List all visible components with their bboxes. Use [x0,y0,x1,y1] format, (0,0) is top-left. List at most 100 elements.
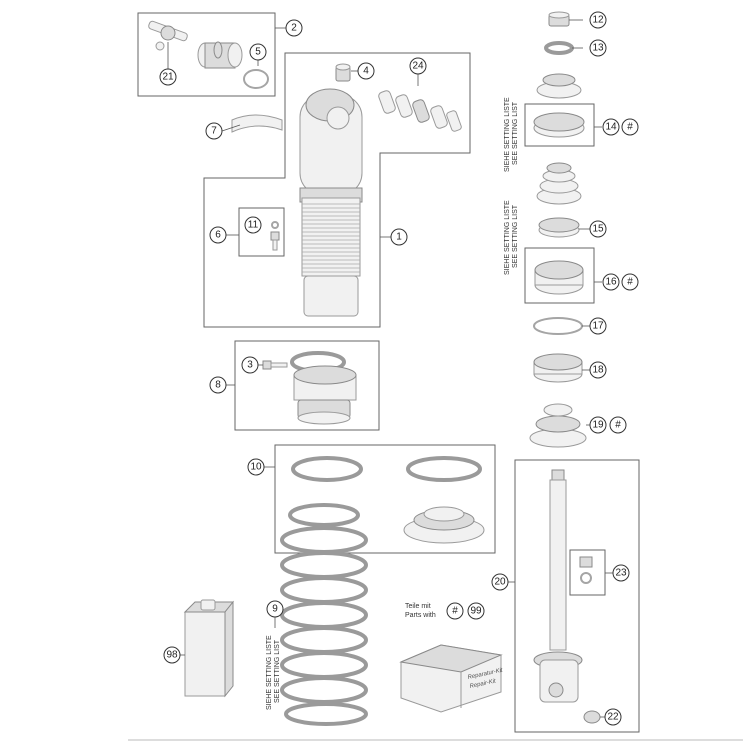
part-19-bumper [529,403,587,448]
part-spacer-top [536,73,582,99]
setting-list-14-line2: SEE SETTING LIST [512,101,519,165]
parts-with-label-1: Teile mit [405,603,431,610]
part-12-nut [548,11,570,27]
callout-16: 16 [602,273,620,291]
part-16-piston [534,260,584,295]
part-24-kit [378,90,462,132]
callout-11: 11 [244,216,262,234]
part-13-washer [544,41,574,55]
part-22-bushing [583,710,601,724]
callout-4: 4 [357,62,375,80]
callout-24: 24 [409,57,427,75]
repair-kit-label-2: Repair-Kit [469,678,497,689]
callout-99: 99 [467,602,485,620]
svg-text:99: 99 [470,606,482,617]
box-10 [274,444,496,554]
part-4-nut [335,63,351,82]
part-6-screw [270,231,280,251]
part-14-piston [533,112,585,138]
callout-13: 13 [589,39,607,57]
callout-12: 12 [589,11,607,29]
part-5-o-ring [243,69,269,89]
svg-text:6: 6 [215,230,221,241]
svg-text:24: 24 [412,61,424,72]
svg-text:10: 10 [250,462,262,473]
svg-text:#: # [627,277,633,288]
part-10-ring-left [291,456,363,482]
callout-7: 7 [205,122,223,140]
part-3-screw [262,360,288,370]
svg-text:20: 20 [494,577,506,588]
svg-text:15: 15 [592,224,604,235]
setting-list-spring-line1: SIEHE SETTING LISTE [266,635,273,710]
svg-text:14: 14 [605,122,617,133]
parts-with-label-2: Parts with [405,612,436,619]
svg-text:3: 3 [247,360,253,371]
setting-list-shims-line1: SIEHE SETTING LISTE [504,200,511,275]
callout-19-hash: # [609,416,627,434]
svg-text:4: 4 [363,66,369,77]
box-14 [524,103,595,147]
callout-15: 15 [589,220,607,238]
callout-9: 9 [266,600,284,618]
callout-22: 22 [604,708,622,726]
callout-16-hash: # [621,273,639,291]
callout-6: 6 [209,226,227,244]
box-20 [514,459,640,733]
part-20-piston-rod [533,469,583,703]
svg-text:#: # [627,122,633,133]
svg-text:13: 13 [592,43,604,54]
svg-text:98: 98 [166,650,178,661]
part-17-ring [533,317,583,335]
callout-21: 21 [159,68,177,86]
callout-99-hash: # [446,602,464,620]
svg-text:11: 11 [248,220,259,231]
box-2 [137,12,276,97]
svg-text:2: 2 [291,23,297,34]
svg-text:18: 18 [592,365,604,376]
callout-10: 10 [247,458,265,476]
setting-list-shims-line2: SEE SETTING LIST [512,204,519,268]
svg-text:5: 5 [255,47,261,58]
box-23 [569,549,606,596]
part-23-valve [579,556,593,584]
part-shim-stack [536,162,582,205]
part-9-spring [280,503,368,726]
part-8-retainer [290,351,357,425]
part-2-adjuster [197,41,243,69]
box-1 [203,52,471,328]
svg-text:9: 9 [272,604,278,615]
callout-17: 17 [589,317,607,335]
callout-98: 98 [163,646,181,664]
part-18-ring [533,353,583,383]
part-7-shield [231,114,283,133]
svg-text:8: 8 [215,380,221,391]
svg-text:#: # [615,420,621,431]
setting-list-spring-line2: SEE SETTING LIST [274,639,281,703]
svg-text:23: 23 [615,568,627,579]
svg-text:16: 16 [605,277,617,288]
callout-14-hash: # [621,118,639,136]
callout-18: 18 [589,361,607,379]
callout-1: 1 [390,228,408,246]
part-10-ring-right [406,456,482,482]
setting-list-14-line1: SIEHE SETTING LISTE [504,97,511,172]
callout-14: 14 [602,118,620,136]
part-10-spring-seat [403,506,485,544]
svg-text:17: 17 [592,321,604,332]
callout-5: 5 [249,43,267,61]
callout-20: 20 [491,573,509,591]
svg-text:#: # [452,606,458,617]
part-98-oil-can [183,599,235,698]
svg-text:22: 22 [607,712,619,723]
part-1-damper-body [299,88,363,317]
callout-2: 2 [285,19,303,37]
callout-3: 3 [241,356,259,374]
svg-text:7: 7 [211,126,217,137]
part-21-lever [148,20,188,51]
repair-kit-box [399,644,503,713]
part-11-washer [271,221,279,229]
leader-lines [167,19,613,718]
part-15-shim [538,217,580,238]
